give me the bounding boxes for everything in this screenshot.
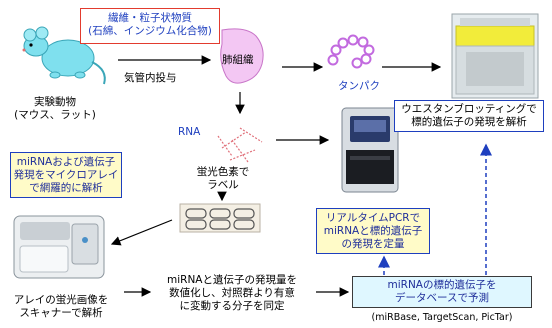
quantify-text-line1: miRNAと遺伝子の発現量を xyxy=(167,274,297,286)
database-box: miRNAの標的遺伝子を データベースで予測 xyxy=(352,276,532,308)
microarray-box-line2: 発現をマイクロアレイ xyxy=(13,169,119,181)
dye-label-line2: ラベル xyxy=(207,179,239,191)
western-box-line1: ウエスタンブロッティングで xyxy=(401,103,537,115)
western-blot-tank-icon xyxy=(451,13,539,99)
quantify-text-line3: に変動する分子を同定 xyxy=(179,300,285,312)
pcr-box-line3: の発現を定量 xyxy=(341,238,405,250)
microarray-slide-icon xyxy=(179,203,261,233)
animal-label: 実験動物 (マウス、ラット) xyxy=(12,96,98,122)
lung-label: 肺組織 xyxy=(222,54,254,66)
dye-label-line1: 蛍光色素で xyxy=(196,166,250,178)
pcr-machine-icon xyxy=(341,107,399,193)
scanner-label: アレイの蛍光画像を スキャナーで解析 xyxy=(6,294,116,320)
scanner-label-line1: アレイの蛍光画像を xyxy=(13,294,109,306)
database-sources: (miRBase, TargetScan, PicTar) xyxy=(371,312,513,323)
rna-strands-icon xyxy=(217,127,263,163)
protein-icon xyxy=(327,34,375,69)
database-box-line1: miRNAの標的遺伝子を xyxy=(387,279,497,291)
dye-label: 蛍光色素で ラベル xyxy=(190,166,256,192)
microarray-box-line3: で網羅的に解析 xyxy=(29,182,103,194)
animal-label-line1: 実験動物 xyxy=(34,96,76,108)
mouse-icon xyxy=(22,26,106,85)
pcr-box-line1: リアルタイムPCRで xyxy=(325,212,421,224)
pcr-box: リアルタイムPCRで miRNAと標的遺伝子 の発現を定量 xyxy=(316,208,430,254)
microarray-box-line1: miRNAおよび遺伝子 xyxy=(16,156,116,168)
particles-box: 繊維・粒子状物質 (石綿、インジウム化合物) xyxy=(80,8,220,44)
western-box: ウエスタンブロッティングで 標的遺伝子の発現を解析 xyxy=(394,100,544,132)
scanner-label-line2: スキャナーで解析 xyxy=(19,307,103,319)
particles-box-line2: (石綿、インジウム化合物) xyxy=(88,25,212,37)
lung-icon xyxy=(220,28,264,84)
rna-label: RNA xyxy=(178,126,201,138)
database-box-line2: データベースで予測 xyxy=(395,292,489,304)
particles-box-line1: 繊維・粒子状物質 xyxy=(108,12,192,24)
western-box-line2: 標的遺伝子の発現を解析 xyxy=(411,116,527,128)
animal-label-line2: (マウス、ラット) xyxy=(14,109,96,121)
protein-label: タンパク xyxy=(338,80,380,92)
admin-label: 気管内投与 xyxy=(124,72,177,84)
quantify-text-line2: 数値化し、対照群より有意 xyxy=(169,287,295,299)
quantify-text: miRNAと遺伝子の発現量を 数値化し、対照群より有意 に変動する分子を同定 xyxy=(152,274,312,313)
microarray-box: miRNAおよび遺伝子 発現をマイクロアレイ で網羅的に解析 xyxy=(10,152,122,198)
scanner-icon xyxy=(13,215,105,279)
pcr-box-line2: miRNAと標的遺伝子 xyxy=(323,225,423,237)
